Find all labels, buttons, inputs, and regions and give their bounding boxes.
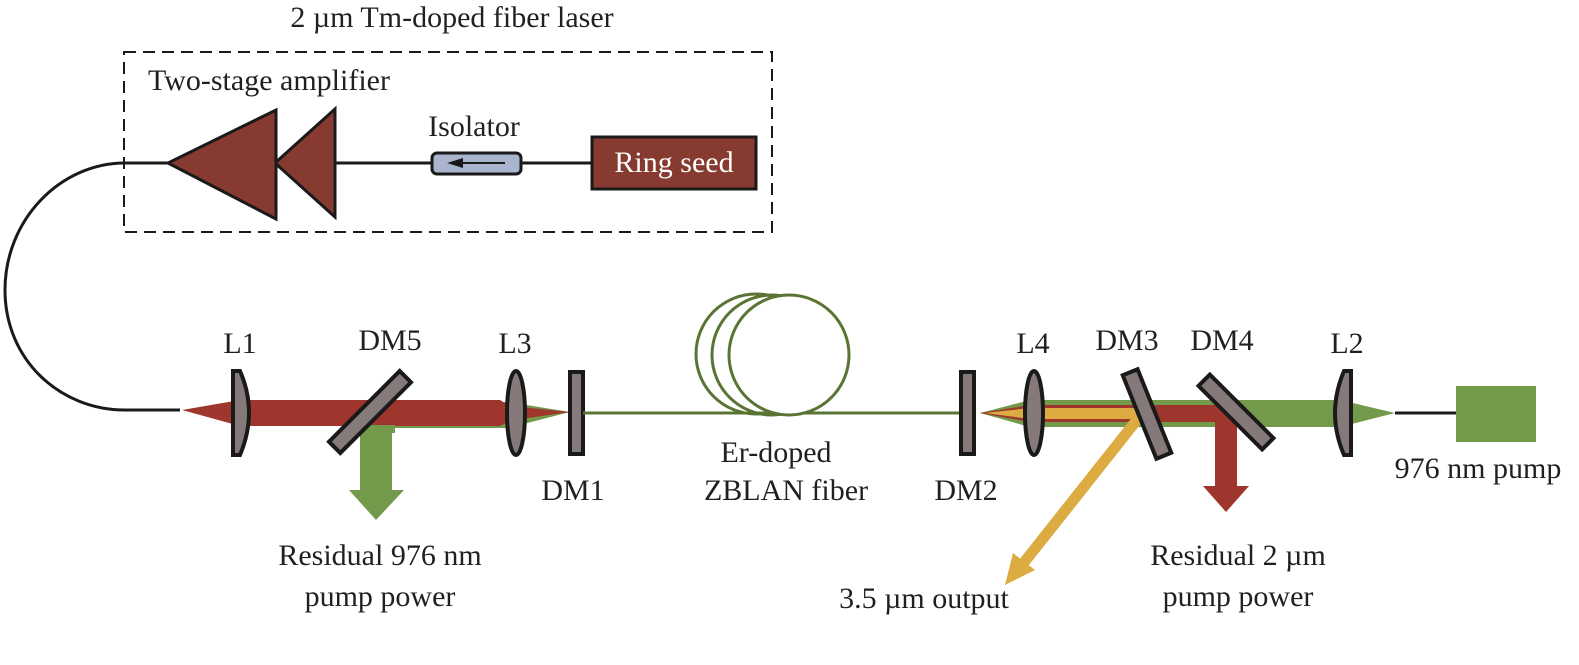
fiber-label-line2: ZBLAN fiber xyxy=(704,474,868,507)
isolator-label: Isolator xyxy=(428,110,520,143)
residual-976-label-line2: pump power xyxy=(305,580,456,613)
pump-2um-beam-left xyxy=(182,400,508,426)
mirror-DM3 xyxy=(1120,366,1174,462)
output-3-5um-diagonal xyxy=(1017,412,1145,569)
label-L3: L3 xyxy=(498,327,531,360)
residual-2um-down-beam xyxy=(1215,405,1237,487)
ring-seed-label: Ring seed xyxy=(614,146,733,179)
residual-976-label-line1: Residual 976 nm xyxy=(278,539,481,572)
mirror-DM5 xyxy=(326,368,414,456)
residual-976-down-beam xyxy=(360,428,392,490)
label-DM4: DM4 xyxy=(1190,324,1253,357)
amplifier-stage-2 xyxy=(272,105,337,221)
output-3-5um-arrow-icon xyxy=(1005,553,1035,585)
mirror-DM2 xyxy=(959,370,976,456)
fiber-coil-3 xyxy=(727,293,851,417)
amplifier-label: Two-stage amplifier xyxy=(148,64,390,97)
fiber-laser-box xyxy=(123,51,773,233)
lens-L2 xyxy=(1333,369,1353,457)
fiber-label-line1: Er-doped xyxy=(720,436,831,469)
label-DM2: DM2 xyxy=(934,474,997,507)
label-L1: L1 xyxy=(223,327,256,360)
label-DM5: DM5 xyxy=(358,324,421,357)
label-DM1: DM1 xyxy=(541,474,604,507)
lens-L1 xyxy=(231,369,251,457)
label-L2: L2 xyxy=(1330,327,1363,360)
isolator-arrow-icon xyxy=(447,158,463,168)
pump-976nm xyxy=(1456,386,1536,442)
pump-label: 976 nm pump xyxy=(1395,452,1562,485)
ring-seed xyxy=(590,135,758,191)
delivery-fiber xyxy=(3,161,180,412)
mirror-DM1 xyxy=(568,370,585,456)
lens-L3 xyxy=(505,369,527,457)
label-DM3: DM3 xyxy=(1095,324,1158,357)
mirror-DM4 xyxy=(1195,371,1277,453)
title: 2 µm Tm-doped fiber laser xyxy=(290,1,613,34)
residual-976-corner xyxy=(360,425,395,433)
amplifier-stage-1 xyxy=(164,107,278,222)
residual-2um-label-line1: Residual 2 µm xyxy=(1150,539,1326,572)
residual-2um-arrow-icon xyxy=(1203,486,1249,512)
label-L4: L4 xyxy=(1016,327,1049,360)
residual-976-arrow-icon xyxy=(349,490,404,520)
output-label: 3.5 µm output xyxy=(839,582,1009,615)
residual-2um-label-line2: pump power xyxy=(1163,580,1314,613)
lens-L4 xyxy=(1023,369,1045,457)
